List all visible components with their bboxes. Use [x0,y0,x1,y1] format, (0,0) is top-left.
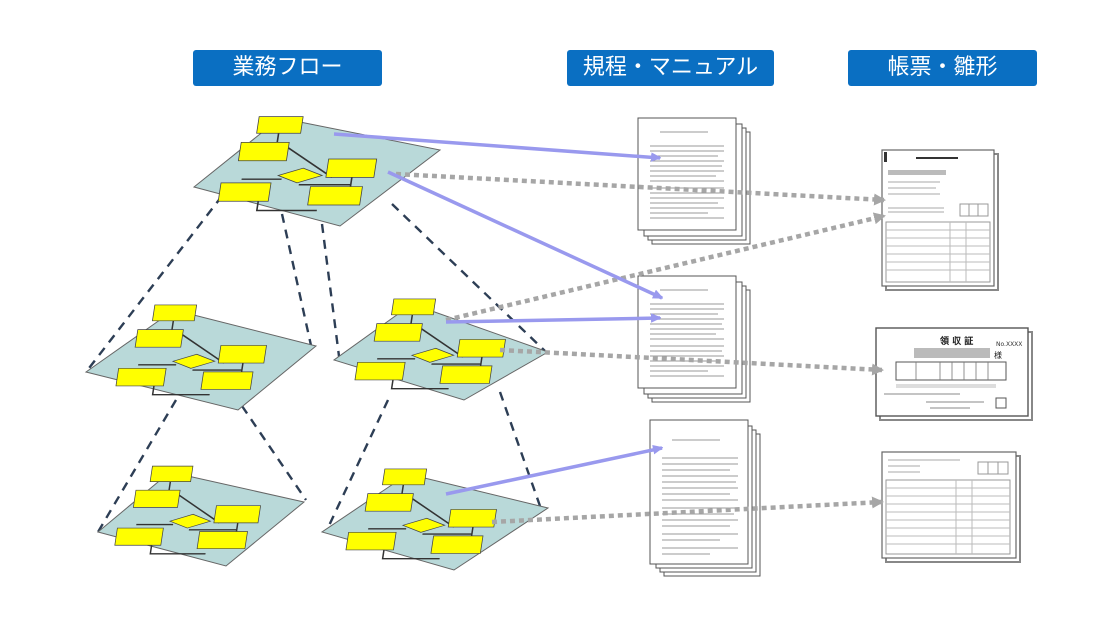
flow-plane-middle-left [84,304,318,411]
manual-stack-3 [649,419,761,577]
header-business-flow: 業務フロー [193,50,382,86]
form-receipt: 領 収 証 No.XXXX 様 [875,327,1033,421]
flow-plane-top [192,115,442,227]
flow-plane-bottom-right [320,468,550,571]
receipt-title: 領 収 証 [940,335,973,347]
receipt-honorific: 様 [994,350,1002,360]
flow-plane-middle-right [332,298,550,401]
flow-plane-bottom-left [96,465,306,567]
header-rules-manuals: 規程・マニュアル [567,50,774,86]
form-list-sheet [881,451,1021,563]
header-forms-templates: 帳票・雛形 [848,50,1037,86]
form-invoice [881,149,999,291]
hierarchy-dashed-lines [85,195,547,533]
dotted-links [395,171,886,525]
manual-stack-2 [637,275,751,403]
receipt-number: No.XXXX [996,341,1022,348]
manual-stack-1 [637,117,751,245]
manual-links [333,132,662,496]
